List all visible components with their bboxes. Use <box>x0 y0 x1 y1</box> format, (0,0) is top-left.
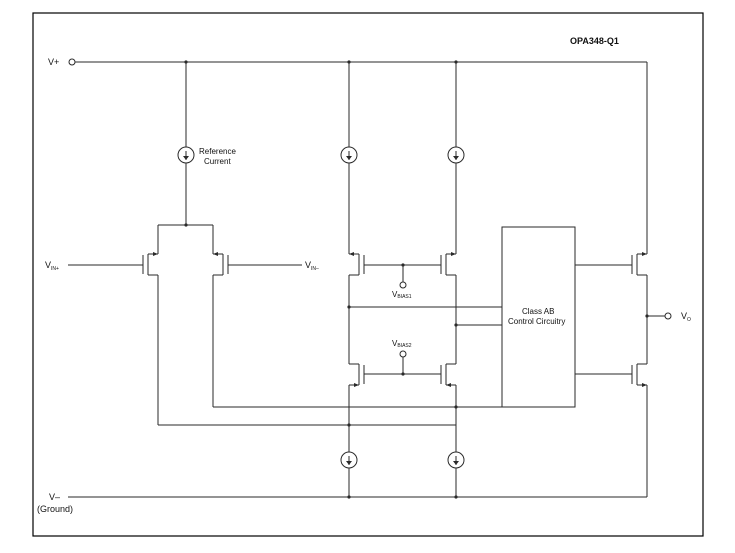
vplus-pin <box>68 58 76 66</box>
vo-label: VO <box>681 311 691 323</box>
vplus-label: V+ <box>48 57 59 67</box>
reference-current-source <box>177 62 195 227</box>
vminus-label: V– <box>49 492 60 502</box>
vplus-rail <box>68 58 647 66</box>
input-pair-transistors <box>68 224 302 425</box>
cascode-mid-wires <box>347 275 502 364</box>
vbias2-pin <box>399 350 407 358</box>
vbias1-pin <box>399 281 407 289</box>
output-stage-transistors <box>575 62 672 497</box>
bottom-current-source-right <box>447 385 465 497</box>
vbias1-label: VBIAS1 <box>392 290 412 300</box>
vo-pin <box>664 312 672 320</box>
vin-minus-label: VIN– <box>305 260 319 272</box>
class-ab-label-line1: Class AB <box>522 307 554 316</box>
reference-current-label-line1: Reference <box>199 147 236 156</box>
vbias2-label: VBIAS2 <box>392 339 412 349</box>
diagram-title: OPA348-Q1 <box>570 36 619 46</box>
vin-plus-label: VIN+ <box>45 260 59 272</box>
upper-cascode-transistors <box>349 252 456 289</box>
class-ab-label-line2: Control Circuitry <box>508 317 565 326</box>
input-pair-connections <box>158 405 502 427</box>
top-current-source-left <box>340 62 358 254</box>
bottom-current-source-left <box>340 385 358 497</box>
lower-cascode-transistors <box>349 350 456 387</box>
ground-label: (Ground) <box>37 504 73 514</box>
vminus-rail <box>68 495 647 499</box>
diagram-frame <box>32 12 704 537</box>
class-ab-control-block <box>501 226 576 408</box>
top-current-source-right <box>447 62 465 254</box>
reference-current-label-line2: Current <box>204 157 231 166</box>
